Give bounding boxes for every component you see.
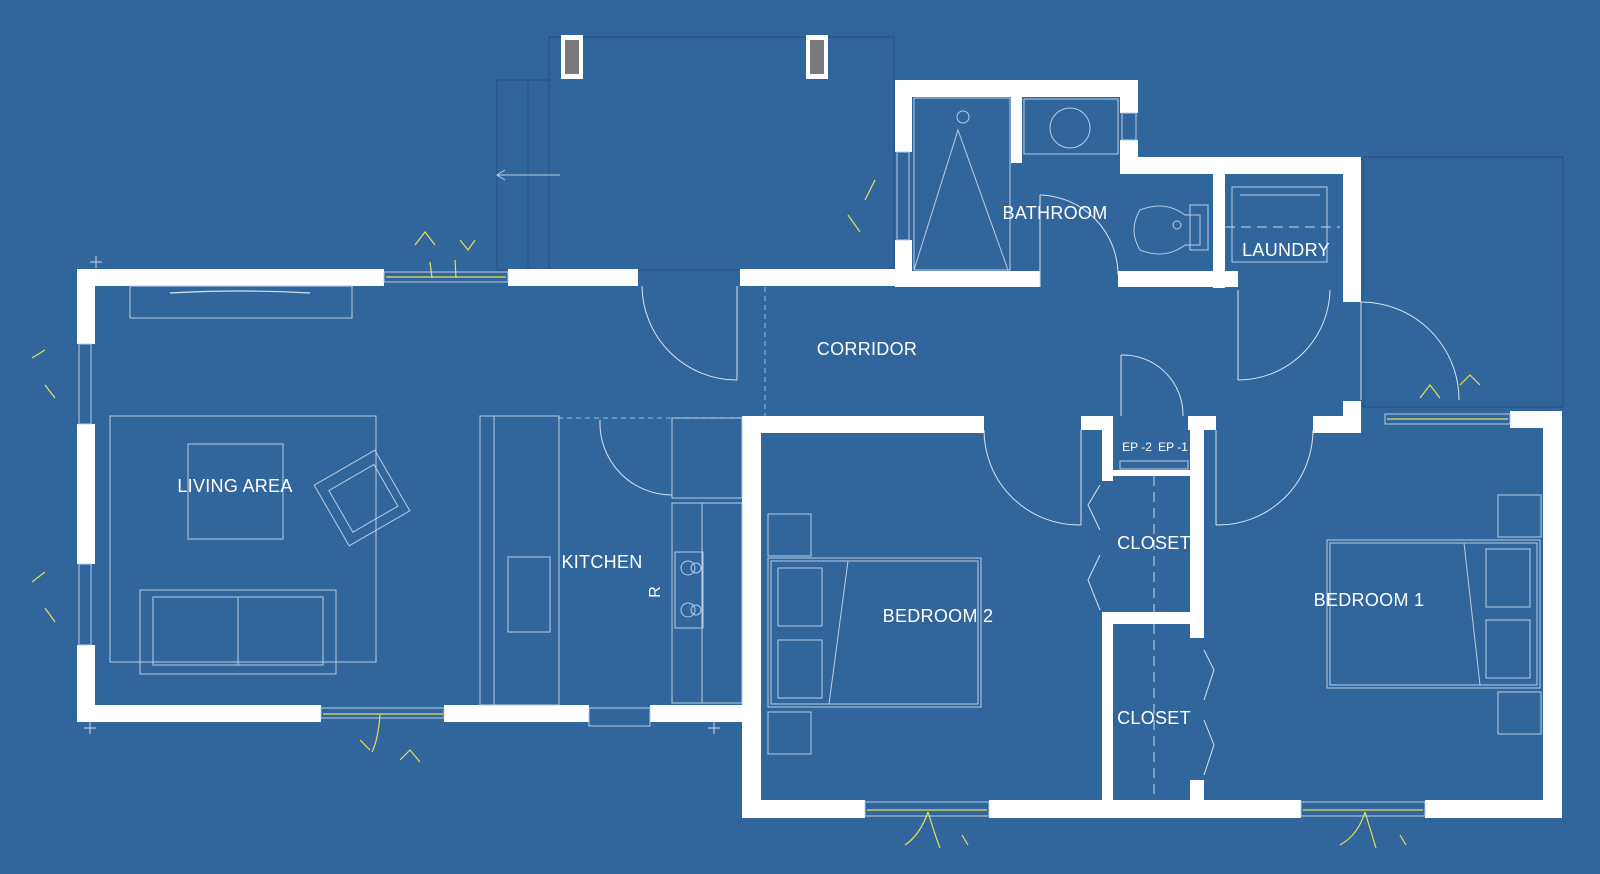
living-furniture <box>109 285 411 675</box>
label-kitchen: KITCHEN <box>561 552 642 572</box>
bed-2 <box>767 557 982 708</box>
doors <box>599 194 1460 776</box>
label-closet-upper: CLOSET <box>1117 533 1191 553</box>
bathroom-fixtures <box>913 97 1209 271</box>
label-living-area: LIVING AREA <box>177 476 292 496</box>
coffee-table <box>187 443 284 540</box>
range <box>674 551 704 629</box>
sofa <box>139 589 337 675</box>
label-ep2: EP -2 <box>1122 440 1152 454</box>
room-labels: LIVING AREA KITCHEN CORRIDOR BATHROOM LA… <box>177 203 1424 728</box>
sink <box>507 556 551 633</box>
washer-dryer <box>1231 186 1328 263</box>
shower <box>913 97 1011 271</box>
kitchen-fixtures: R <box>479 415 743 706</box>
label-ep1: EP -1 <box>1158 440 1188 454</box>
kitchen-island <box>479 415 560 706</box>
label-corridor: CORRIDOR <box>817 339 917 359</box>
range-mark: R <box>647 586 664 598</box>
bedroom-1-furniture <box>1326 494 1542 735</box>
porch-outline <box>1362 156 1564 408</box>
survey-markers <box>84 256 720 734</box>
vanity <box>1023 98 1119 155</box>
label-closet-lower: CLOSET <box>1117 708 1191 728</box>
label-bathroom: BATHROOM <box>1002 203 1107 223</box>
label-bedroom-1: BEDROOM 1 <box>1314 590 1425 610</box>
toilet <box>1133 205 1201 255</box>
deck <box>496 35 895 271</box>
bed-1 <box>1326 539 1541 689</box>
laundry-fixtures <box>1225 186 1340 263</box>
bedroom-2-furniture <box>767 513 982 755</box>
windows <box>31 112 1511 849</box>
label-bedroom-2: BEDROOM 2 <box>883 606 994 626</box>
armchair <box>313 449 411 547</box>
walls <box>77 80 1562 818</box>
label-laundry: LAUNDRY <box>1242 240 1330 260</box>
